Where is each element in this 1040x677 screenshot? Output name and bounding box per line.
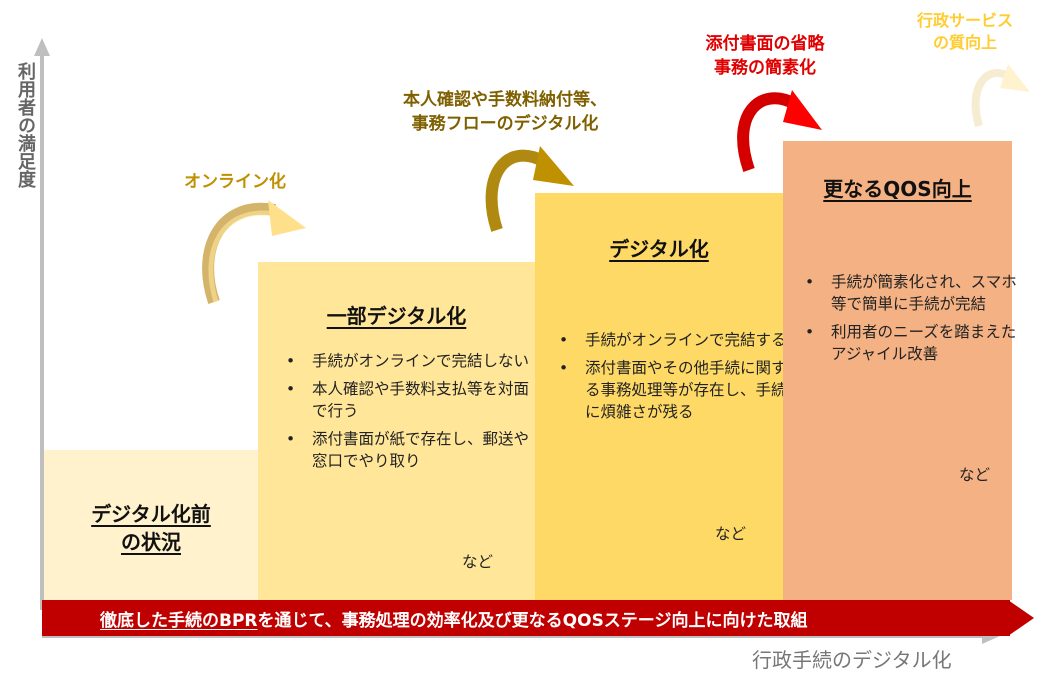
bullet-item: 手続がオンラインで完結しない [286,350,544,372]
bullet-item: 手続がオンラインで完結する [559,329,795,351]
stage-partial-digital: 一部デジタル化 手続がオンラインで完結しない 本人確認や手数料支払等を対面で行う… [258,262,535,600]
label-line: 本人確認や手数料納付等、 [403,90,607,110]
bpr-banner [42,600,1010,636]
stage-before-digital: デジタル化前 の状況 [44,450,258,600]
stage-note: など [715,525,747,543]
label-line: の質向上 [932,33,997,52]
bullet-item: 添付書面やその他手続に関する事務処理等が存在し、手続に煩雑さが残る [559,357,795,423]
x-axis-label: 行政手続のデジタル化 [752,648,952,672]
curved-arrow-icon [202,200,306,304]
bullet-item: 本人確認や手数料支払等を対面で行う [286,378,544,422]
banner-arrow-icon [1008,600,1034,636]
stage-bullets: 手続がオンラインで完結しない 本人確認や手数料支払等を対面で行う 添付書面が紙で… [286,350,544,478]
stage-title: 一部デジタル化 [326,304,467,328]
stage-title: デジタル化 [609,237,709,261]
bullet-item: 手続が簡素化され、スマホ等で簡単に手続が完結 [805,271,1031,315]
label-line: 行政サービス [916,11,1013,30]
transition-label: 本人確認や手数料納付等、 事務フローのデジタル化 [370,88,640,136]
stage-title-line: の状況 [121,530,181,554]
curved-arrow-icon [485,146,574,232]
stage-digital: デジタル化 手続がオンラインで完結する 添付書面やその他手続に関する事務処理等が… [535,193,787,600]
transition-label: 添付書面の省略 事務の簡素化 [680,32,850,80]
y-axis-label: 利用者の満足度 [15,62,36,188]
curved-arrow-icon [737,90,822,172]
transition-label: 行政サービス の質向上 [900,10,1030,54]
label-line: 添付書面の省略 [705,34,825,54]
label-line: 事務の簡素化 [714,58,816,78]
curved-arrow-icon [971,64,1030,128]
stage-note: など [959,466,991,484]
banner-underlined-text: 徹底した手続のBPR [100,611,258,631]
banner-rest-text: を通じて、事務処理の効率化及び更なるQOSステージ向上に向けた取組 [257,611,808,631]
stage-bullets: 手続がオンラインで完結する 添付書面やその他手続に関する事務処理等が存在し、手続… [559,329,795,429]
stage-title: 更なるQOS向上 [823,177,972,201]
bullet-item: 添付書面が紙で存在し、郵送や窓口でやり取り [286,428,544,472]
stage-title-line: デジタル化前 [91,502,211,526]
banner-text: 徹底した手続のBPRを通じて、事務処理の効率化及び更なるQOSステージ向上に向け… [100,606,807,631]
label-line: 事務フローのデジタル化 [411,114,599,134]
transition-label: オンライン化 [184,172,286,192]
bullet-item: 利用者のニーズを踏まえたアジャイル改善 [805,321,1031,365]
stage-bullets: 手続が簡素化され、スマホ等で簡単に手続が完結 利用者のニーズを踏まえたアジャイル… [805,271,1031,371]
stage-qos-improvement: 更なるQOS向上 手続が簡素化され、スマホ等で簡単に手続が完結 利用者のニーズを… [783,141,1017,600]
stage-note: など [462,553,494,571]
y-axis-arrow-icon [34,38,50,56]
